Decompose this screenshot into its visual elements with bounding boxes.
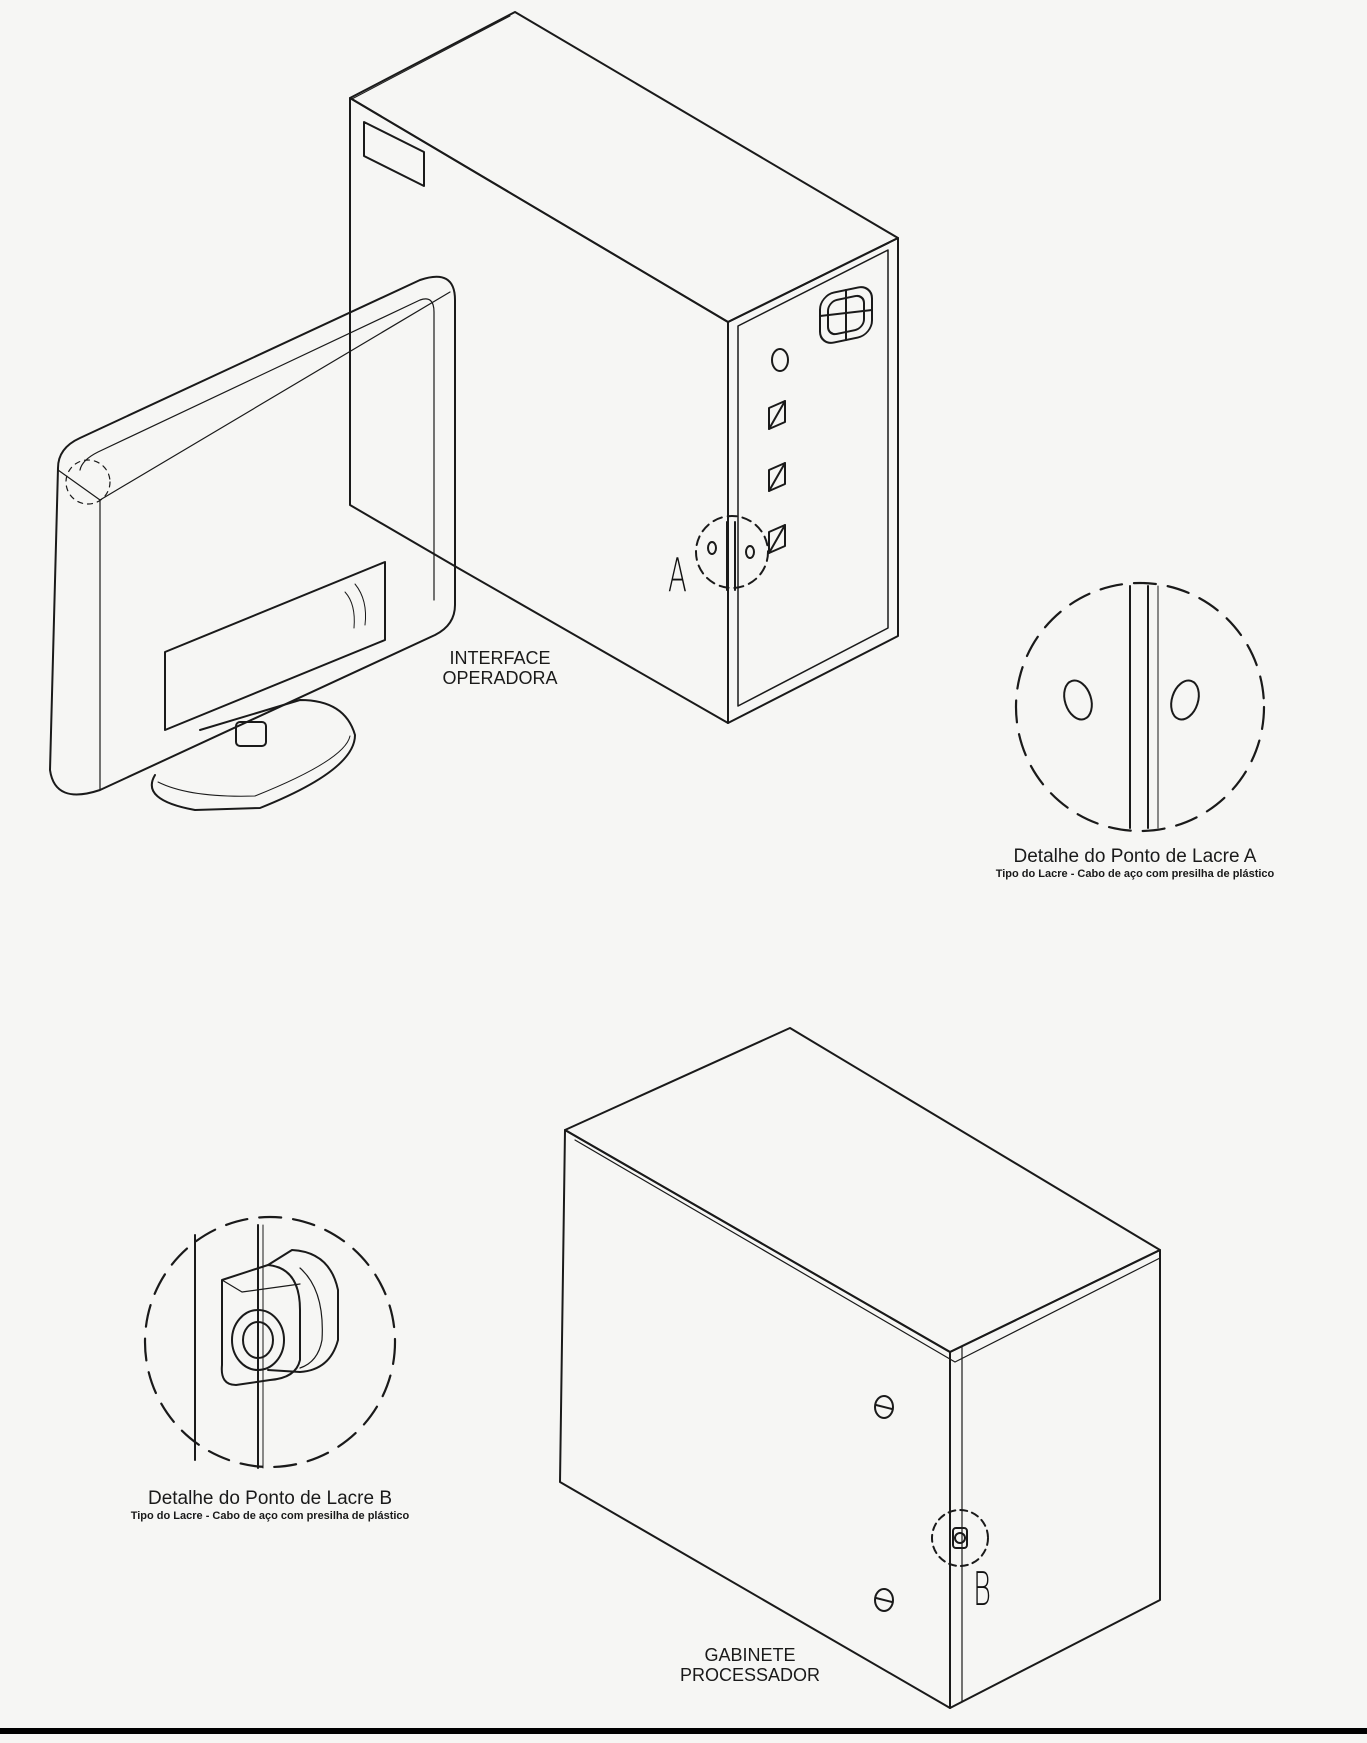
- detail-a-view: [1014, 581, 1266, 833]
- interface-operadora-label: INTERFACE OPERADORA: [420, 648, 580, 688]
- seal-point-b-marker: [931, 1509, 989, 1567]
- detail-a-subtitle: Tipo do Lacre - Cabo de aço com presilha…: [995, 868, 1275, 880]
- detail-a-caption: Detalhe do Ponto de Lacre A Tipo do Lacr…: [925, 846, 1345, 880]
- drive-bay-icon: [768, 462, 786, 492]
- door-screw-icon: [874, 1588, 894, 1612]
- door-screw-icon: [874, 1395, 894, 1419]
- callout-a: A: [668, 548, 687, 602]
- bottom-border-rule: [0, 1728, 1367, 1734]
- monitor-neck: [235, 721, 267, 747]
- seal-lock-hole-icon: [242, 1321, 274, 1359]
- monitor-body: [49, 275, 456, 796]
- detail-b-subtitle: Tipo do Lacre - Cabo de aço com presilha…: [130, 1510, 410, 1522]
- fan-grille-icon: [819, 286, 873, 344]
- seal-point-a-marker: [695, 515, 769, 591]
- detail-b-view: [143, 1215, 397, 1469]
- detail-b-caption: Detalhe do Ponto de Lacre B Tipo do Lacr…: [60, 1488, 480, 1522]
- cabinet-side-face: [949, 1249, 1161, 1709]
- drive-bay-icon: [768, 400, 786, 430]
- tower-cabinet: [349, 11, 899, 724]
- seal-hole-icon: [1063, 679, 1093, 721]
- power-button-icon: [771, 348, 789, 372]
- gabinete-label-line-2: PROCESSADOR: [679, 1665, 821, 1685]
- seal-lock-body: [220, 1264, 301, 1386]
- interface-label-line-1: INTERFACE: [449, 648, 551, 668]
- detail-a-title: Detalhe do Ponto de Lacre A: [1013, 846, 1257, 867]
- drive-bay-icon: [768, 524, 786, 554]
- detail-b-title: Detalhe do Ponto de Lacre B: [147, 1488, 392, 1509]
- gabinete-label-line-1: GABINETE: [704, 1645, 796, 1665]
- monitor-stand: [150, 699, 356, 811]
- processor-cabinet: [559, 1027, 1161, 1709]
- tower-top-face: [349, 11, 899, 323]
- interface-label-line-2: OPERADORA: [442, 668, 558, 688]
- callout-b: B: [973, 1562, 992, 1616]
- tower-side-vent: [363, 121, 425, 187]
- tower-side-face: [349, 97, 729, 724]
- monitor: [49, 275, 456, 811]
- cabinet-door-face: [559, 1129, 951, 1709]
- monitor-label-plate: [164, 561, 386, 731]
- seal-lock-ring: [231, 1309, 285, 1371]
- hinge-block: [267, 1249, 339, 1373]
- seal-hole-icon: [1170, 679, 1200, 721]
- gabinete-processador-label: GABINETE PROCESSADOR: [660, 1645, 840, 1685]
- tower-front-panel: [737, 249, 889, 707]
